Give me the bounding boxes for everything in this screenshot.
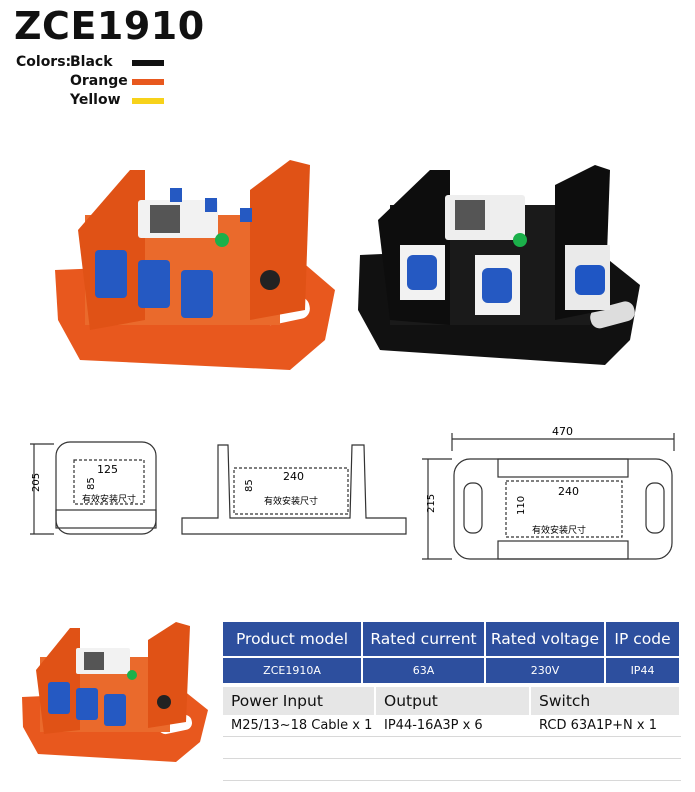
header-product-model: Product model [223,622,363,656]
top-lower-bar [497,540,629,560]
side-depth-label: 85 [244,479,255,492]
top-socket [205,198,217,212]
power-inlet [575,265,605,295]
colors-label: Colors: [16,54,72,70]
side-outline [181,444,407,535]
value-ip-code: IP44 [606,658,681,683]
rcd-switch [150,205,180,233]
subheader-power-input: Power Input [223,687,376,715]
color-swatch-yellow [132,98,164,104]
product-title: ZCE1910 [14,4,205,48]
front-outline [55,441,157,535]
color-name-orange: Orange [70,73,128,89]
orange-unit-thumbnail [22,622,208,762]
top-depth-label: 110 [516,496,527,515]
side-install-note: 有效安装尺寸 [264,495,318,507]
cable-gland [157,695,171,709]
socket-1 [95,250,127,298]
indicator-lamp [127,670,137,680]
front-depth-label: 85 [86,477,97,490]
front-height-label: 205 [31,473,42,492]
rcd-switch [455,200,485,230]
top-socket [170,188,182,202]
spec-table: Product model Rated current Rated voltag… [223,622,681,781]
color-swatch-black [132,60,164,66]
top-outline [453,458,673,560]
top-upper-bar [497,458,629,478]
left-side-panel [36,628,80,734]
socket-3 [181,270,213,318]
socket-2 [76,688,98,720]
subvalue-switch: RCD 63A1P+N x 1 [539,718,657,733]
spec-subvalue-row: M25/13~18 Cable x 1 IP44-16A3P x 6 RCD 6… [223,715,681,737]
orange-unit-photo [55,160,335,370]
color-name-yellow: Yellow [70,92,121,108]
color-name-black: Black [70,54,113,70]
value-product-model: ZCE1910A [223,658,363,683]
front-view-drawing: 205 125 85 有效安装尺寸 [30,441,157,535]
rcd-switch [84,652,104,670]
top-slot-right [645,482,665,534]
top-height-label: 215 [426,494,437,513]
subvalue-power-input: M25/13~18 Cable x 1 [231,718,373,733]
header-ip-code: IP code [606,622,681,656]
subheader-output: Output [376,687,531,715]
black-unit-photo [358,165,640,365]
top-socket [240,208,252,222]
side-view-drawing: 240 85 有效安装尺寸 [181,444,407,535]
header-rated-voltage: Rated voltage [486,622,606,656]
socket-3 [104,694,126,726]
spec-empty-row [223,737,681,759]
subheader-switch: Switch [531,687,681,715]
value-rated-voltage: 230V [486,658,606,683]
top-install-area [505,480,623,538]
indicator-lamp [513,233,527,247]
socket-1 [48,682,70,714]
color-swatch-orange [132,79,164,85]
top-total-width-label: 470 [552,425,573,438]
cable-gland [260,270,280,290]
value-rated-current: 63A [363,658,486,683]
top-view-drawing: 470 215 240 110 有效安装尺寸 [422,425,675,560]
front-base [55,509,157,529]
right-side-panel [148,622,190,728]
top-width-label: 240 [558,485,579,498]
side-width-label: 240 [283,470,304,483]
header-rated-current: Rated current [363,622,486,656]
spec-value-row: ZCE1910A 63A 230V IP44 [223,658,681,683]
subvalue-output: IP44-16A3P x 6 [384,718,483,733]
spec-header-row: Product model Rated current Rated voltag… [223,622,681,656]
spec-empty-row [223,759,681,781]
front-install-note: 有效安装尺寸 [82,493,136,505]
right-side-panel [250,160,310,320]
front-width-label: 125 [97,463,118,476]
top-slot-left [463,482,483,534]
indicator-lamp [215,233,229,247]
socket-1 [407,255,437,290]
socket-2 [138,260,170,308]
side-install-area [233,467,349,515]
front-install-area [73,459,145,505]
top-install-note: 有效安装尺寸 [532,524,586,536]
spec-subheader-row: Power Input Output Switch [223,687,681,715]
socket-2 [482,268,512,303]
